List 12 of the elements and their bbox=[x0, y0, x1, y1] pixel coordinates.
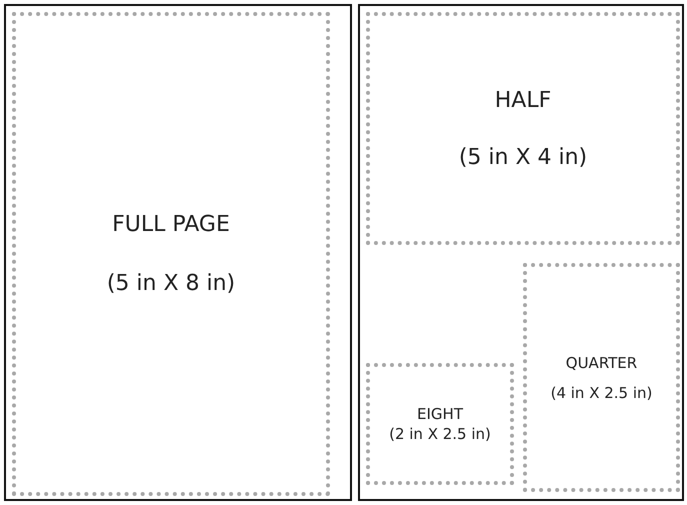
ad-size-title: QUARTER bbox=[566, 354, 638, 372]
ad-space-area bbox=[366, 363, 514, 485]
dimension-text: (5 in X 4 in) bbox=[458, 144, 588, 170]
ad-space-area bbox=[523, 263, 680, 492]
ad-size-title: FULL PAGE bbox=[112, 212, 230, 237]
ad-size-title: HALF bbox=[494, 88, 552, 112]
ad-size-title: EIGHT bbox=[417, 405, 463, 423]
dimension-text: (5 in X 8 in) bbox=[106, 271, 236, 296]
ad-space-area bbox=[366, 12, 680, 245]
dimension-text: (4 in X 2.5 in) bbox=[550, 384, 652, 402]
page-outline bbox=[358, 4, 684, 501]
dimension-text: (2 in X 2.5 in) bbox=[389, 425, 491, 443]
